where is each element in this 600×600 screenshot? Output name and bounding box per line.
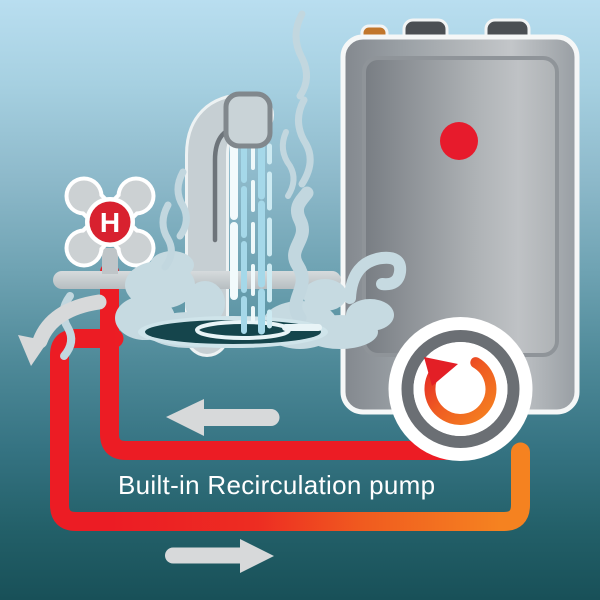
flow-arrow-left-icon bbox=[166, 399, 280, 436]
hot-supply-pipe bbox=[100, 262, 478, 460]
caption: Built-in Recirculation pump bbox=[118, 470, 436, 500]
hot-water-handle: H bbox=[64, 176, 156, 274]
flow-arrow-curved-icon bbox=[18, 294, 107, 366]
water-streams bbox=[230, 142, 272, 335]
heater-indicator-light bbox=[440, 122, 478, 160]
basin bbox=[138, 316, 328, 348]
flow-arrows bbox=[18, 294, 280, 573]
water-heater bbox=[340, 18, 580, 415]
recirculation-arrow-icon bbox=[424, 357, 497, 425]
shower-head bbox=[223, 91, 273, 149]
recirculation-pump-badge bbox=[388, 317, 533, 461]
pipes bbox=[50, 262, 530, 531]
hot-label: H bbox=[100, 207, 120, 238]
hot-label-badge bbox=[89, 201, 131, 243]
return-loop-pipe bbox=[50, 329, 530, 531]
flow-arrow-right-icon bbox=[165, 539, 274, 573]
